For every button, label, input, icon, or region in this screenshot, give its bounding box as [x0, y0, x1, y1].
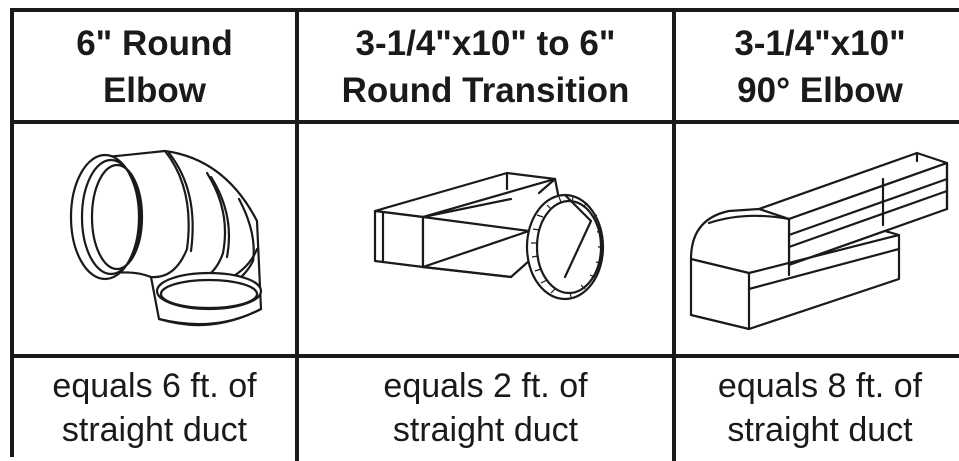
equivalent-rectangular-elbow: equals 8 ft. of straight duct [676, 358, 959, 461]
title-line: Round Transition [341, 71, 630, 110]
equivalent-line: equals 8 ft. of [717, 366, 923, 405]
equivalent-line: straight duct [727, 410, 913, 449]
equivalent-line: straight duct [392, 410, 579, 449]
header-round-transition: 3-1/4"x10" to 6" Round Transition [299, 12, 676, 124]
title-line: 90° Elbow [737, 71, 903, 110]
round-transition-icon [373, 171, 604, 301]
equivalent-line: straight duct [61, 410, 248, 449]
equivalent-round-elbow: equals 6 ft. of straight duct [14, 358, 299, 461]
duct-fittings-table: 6" Round Elbow 3-1/4"x10" to 6" Round Tr… [10, 8, 959, 461]
equivalent-line: equals 2 ft. of [383, 366, 588, 405]
title-line: 3-1/4"x10" [734, 24, 906, 63]
round-elbow-icon [69, 149, 262, 327]
rectangular-elbow-cell [676, 124, 959, 358]
equivalent-line: equals 6 ft. of [52, 366, 257, 405]
header-round-elbow: 6" Round Elbow [14, 12, 299, 124]
round-transition-cell [299, 124, 676, 358]
title-line: 3-1/4"x10" to 6" [355, 24, 616, 63]
title-line: 6" Round [76, 24, 233, 63]
rectangular-elbow-icon [689, 151, 949, 331]
equivalent-round-transition: equals 2 ft. of straight duct [299, 358, 676, 461]
header-rectangular-elbow: 3-1/4"x10" 90° Elbow [676, 12, 959, 124]
round-elbow-cell [14, 124, 299, 358]
title-line: Elbow [102, 71, 207, 110]
